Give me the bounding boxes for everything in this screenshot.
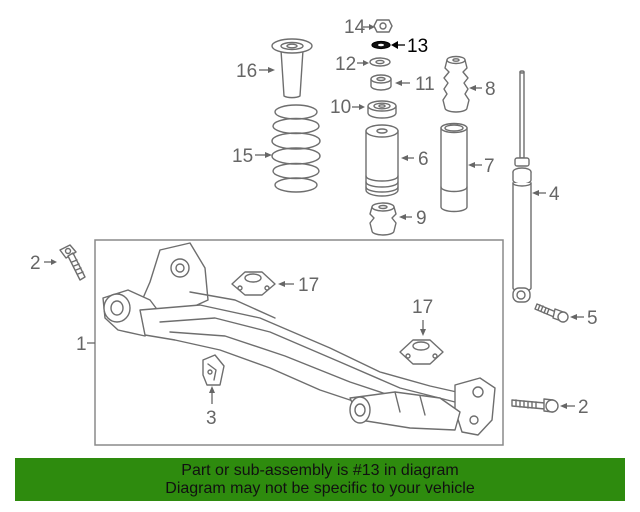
part-2-bolt-left[interactable] <box>59 244 86 281</box>
part-12-washer[interactable] <box>369 57 391 67</box>
part-14-nut[interactable] <box>373 19 393 33</box>
callout-11: 11 <box>415 74 435 95</box>
banner-line-part: Part or sub-assembly is #13 in diagram <box>181 462 459 479</box>
callout-15: 15 <box>232 146 253 167</box>
callout-10: 10 <box>330 97 351 118</box>
part-1-rear-axle-beam[interactable] <box>102 242 496 436</box>
part-4-shock-absorber[interactable] <box>512 70 532 303</box>
callout-8: 8 <box>485 79 496 100</box>
callout-3: 3 <box>206 408 217 429</box>
part-16-spring-seat[interactable] <box>271 38 313 99</box>
callout-2-left: 2 <box>30 253 41 274</box>
callout-16: 16 <box>236 61 257 82</box>
part-17-spring-seat-lower[interactable] <box>399 339 444 365</box>
arrow-13 <box>391 41 398 49</box>
part-10-upper-mount[interactable] <box>367 100 397 119</box>
callout-6: 6 <box>418 149 429 170</box>
part-15-coil-spring[interactable] <box>271 104 321 193</box>
callout-5: 5 <box>587 308 598 329</box>
exploded-parts-diagram: 14 13 12 11 10 6 <box>30 17 598 446</box>
callout-12: 12 <box>335 54 356 75</box>
callout-17-upper: 17 <box>298 275 319 296</box>
callout-14: 14 <box>344 17 366 38</box>
callout-13: 13 <box>407 36 428 57</box>
callout-1: 1 <box>76 334 87 355</box>
callout-7: 7 <box>484 156 495 177</box>
part-8-bump-stopper[interactable] <box>442 55 470 113</box>
callout-4: 4 <box>549 184 560 205</box>
part-9-bump-stop[interactable] <box>369 202 397 236</box>
part-2-bolt-right[interactable] <box>511 398 559 413</box>
part-6-dust-boot[interactable] <box>365 124 399 197</box>
callout-2-right: 2 <box>578 397 589 418</box>
part-5-bolt[interactable] <box>534 303 569 323</box>
info-banner: Part or sub-assembly is #13 in diagram D… <box>15 458 625 501</box>
part-3-bracket[interactable] <box>202 354 225 386</box>
part-13-washer[interactable] <box>371 40 391 50</box>
banner-line-disclaimer: Diagram may not be specific to your vehi… <box>165 480 475 497</box>
part-7-dust-cover[interactable] <box>440 122 468 213</box>
part-11-bushing[interactable] <box>370 74 392 91</box>
part-17-spring-seat-upper[interactable] <box>231 271 276 296</box>
callout-9: 9 <box>416 208 427 229</box>
callout-17-lower: 17 <box>412 297 433 318</box>
